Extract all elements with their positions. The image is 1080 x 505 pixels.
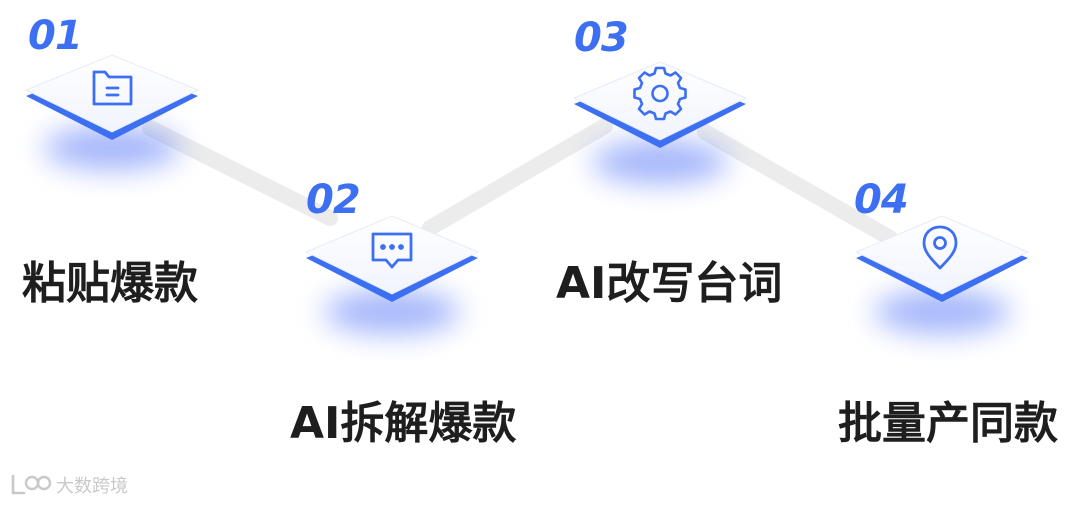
step-2-number: 02 xyxy=(306,177,361,223)
connectors xyxy=(142,118,898,246)
tile-glow xyxy=(324,290,460,334)
watermark: 大数跨境 xyxy=(10,472,128,498)
step-3-tile xyxy=(572,61,748,184)
step-1-number: 01 xyxy=(28,13,83,59)
gear-icon xyxy=(633,66,687,121)
logo-icon xyxy=(11,474,52,495)
tile-glow xyxy=(874,290,1010,334)
tile-glow xyxy=(44,126,180,170)
step-3-number: 03 xyxy=(574,15,629,61)
connector-2-3 xyxy=(422,118,613,236)
folder-icon xyxy=(92,70,133,106)
step-4-number: 04 xyxy=(854,177,909,223)
step-3-label: AI改写台词 xyxy=(556,258,783,309)
tile-glow xyxy=(592,140,728,184)
step-4-label: 批量产同款 xyxy=(838,398,1058,449)
step-4-tile xyxy=(854,215,1030,334)
connector-3-4 xyxy=(697,124,898,246)
step-1-tile xyxy=(24,54,200,170)
message-icon xyxy=(371,232,413,269)
watermark-text: 大数跨境 xyxy=(56,476,128,497)
connector-1-2 xyxy=(142,120,338,226)
location-pin-icon xyxy=(922,225,958,270)
step-1-label: 粘贴爆款 xyxy=(22,258,198,309)
step-2-label: AI拆解爆款 xyxy=(290,398,517,449)
step-2-tile xyxy=(304,215,480,334)
